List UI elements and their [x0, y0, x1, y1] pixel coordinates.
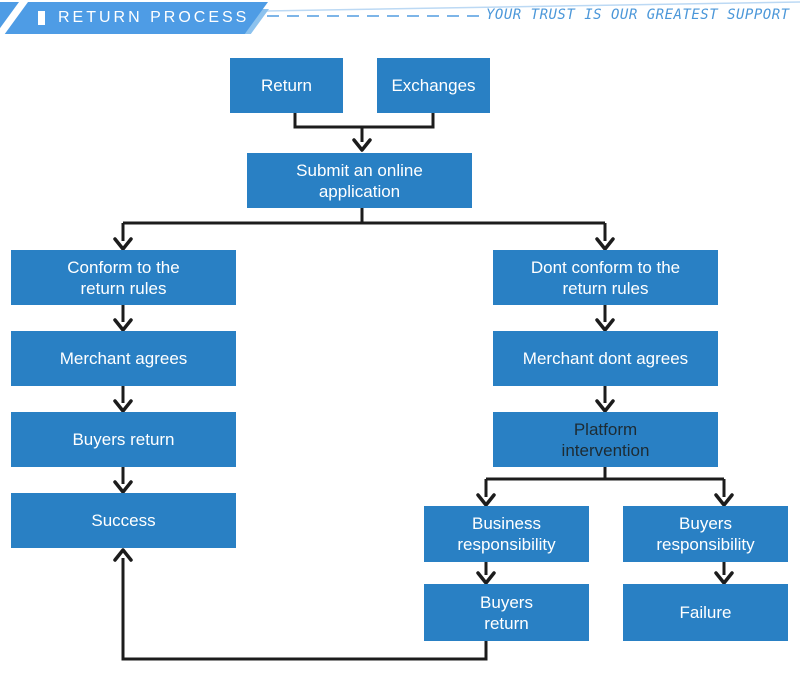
header-dashed-line [267, 15, 480, 17]
node-buyers-return: Buyers return [11, 412, 236, 467]
node-buyers-responsibility: Buyers responsibility [623, 506, 788, 562]
node-dont-conform-rules: Dont conform to the return rules [493, 250, 718, 305]
header-slogan: YOUR TRUST IS OUR GREATEST SUPPORT [486, 7, 790, 23]
node-failure: Failure [623, 584, 788, 641]
node-platform-intervention: Platform intervention [493, 412, 718, 467]
node-return: Return [230, 58, 343, 113]
node-buyers-return-bottom: Buyers return [424, 584, 589, 641]
node-business-responsibility: Business responsibility [424, 506, 589, 562]
node-conform-rules: Conform to the return rules [11, 250, 236, 305]
node-exchanges: Exchanges [377, 58, 490, 113]
node-submit-application: Submit an online application [247, 153, 472, 208]
node-success: Success [11, 493, 236, 548]
page-title: RETURN PROCESS [58, 9, 250, 26]
title-bullet-bar [38, 11, 45, 25]
node-merchant-dont-agrees: Merchant dont agrees [493, 331, 718, 386]
node-merchant-agrees: Merchant agrees [11, 331, 236, 386]
